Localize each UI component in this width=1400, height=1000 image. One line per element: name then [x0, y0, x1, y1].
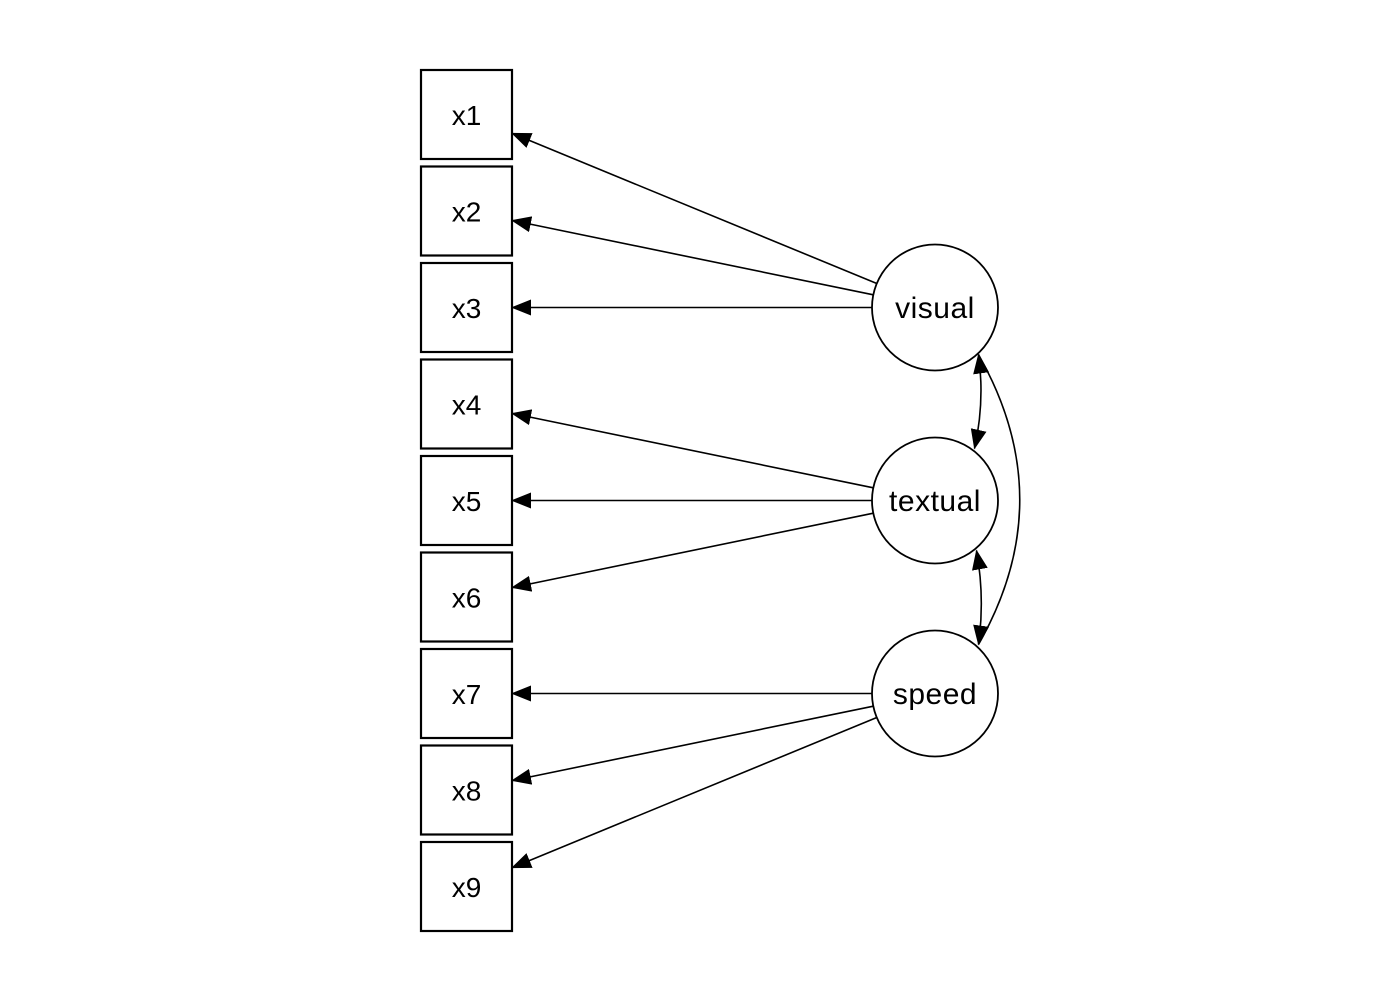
observed-nodes: x1 x2 x3 x4 x5 x6 x7 x8	[419, 68, 514, 933]
edge-textual-speed	[972, 549, 990, 646]
edge-visual-speed-arc	[977, 354, 1021, 645]
observed-label-x9: x9	[452, 872, 482, 903]
edge-speed-x9	[511, 716, 878, 869]
observed-square-x8	[419, 744, 514, 836]
edge-textual-x6	[511, 512, 874, 592]
observed-label-x7: x7	[452, 679, 482, 710]
latent-node-visual: visual	[871, 243, 999, 372]
observed-label-x3: x3	[452, 293, 482, 324]
edge-speed-x8	[511, 705, 874, 785]
observed-node-x5: x5	[419, 454, 514, 547]
latent-node-speed: speed	[871, 629, 999, 758]
latent-label-textual: textual	[889, 485, 981, 518]
observed-label-x5: x5	[452, 486, 482, 517]
observed-node-x2: x2	[419, 165, 514, 257]
latent-circle-textual	[871, 436, 999, 565]
edge-textual-x4	[511, 409, 874, 489]
observed-square-x1	[419, 68, 514, 161]
observed-square-x5	[419, 454, 514, 547]
observed-square-x3	[419, 261, 514, 354]
observed-node-x9: x9	[419, 840, 514, 933]
observed-square-x6	[419, 551, 514, 643]
latent-label-visual: visual	[895, 292, 975, 325]
observed-square-x9	[419, 840, 514, 933]
observed-square-x7	[419, 647, 514, 740]
observed-label-x4: x4	[452, 390, 482, 421]
edge-visual-x2	[511, 216, 874, 296]
observed-node-x8: x8	[419, 744, 514, 836]
observed-node-x7: x7	[419, 647, 514, 740]
latent-nodes: visual textual speed	[871, 243, 999, 758]
observed-label-x6: x6	[452, 583, 482, 614]
observed-node-x4: x4	[419, 358, 514, 450]
observed-square-x2	[419, 165, 514, 257]
observed-label-x2: x2	[452, 197, 482, 228]
observed-node-x1: x1	[419, 68, 514, 161]
observed-node-x6: x6	[419, 551, 514, 643]
observed-label-x8: x8	[452, 776, 482, 807]
observed-label-x1: x1	[452, 100, 482, 131]
observed-node-x3: x3	[419, 261, 514, 354]
latent-node-textual: textual	[871, 436, 999, 565]
latent-circle-visual	[871, 243, 999, 372]
latent-circle-speed	[871, 629, 999, 758]
latent-label-speed: speed	[893, 678, 977, 711]
loading-edges	[511, 132, 878, 869]
edge-visual-textual	[970, 353, 990, 450]
edge-visual-x1	[511, 132, 878, 285]
observed-square-x4	[419, 358, 514, 450]
covariance-edges	[970, 353, 1021, 646]
